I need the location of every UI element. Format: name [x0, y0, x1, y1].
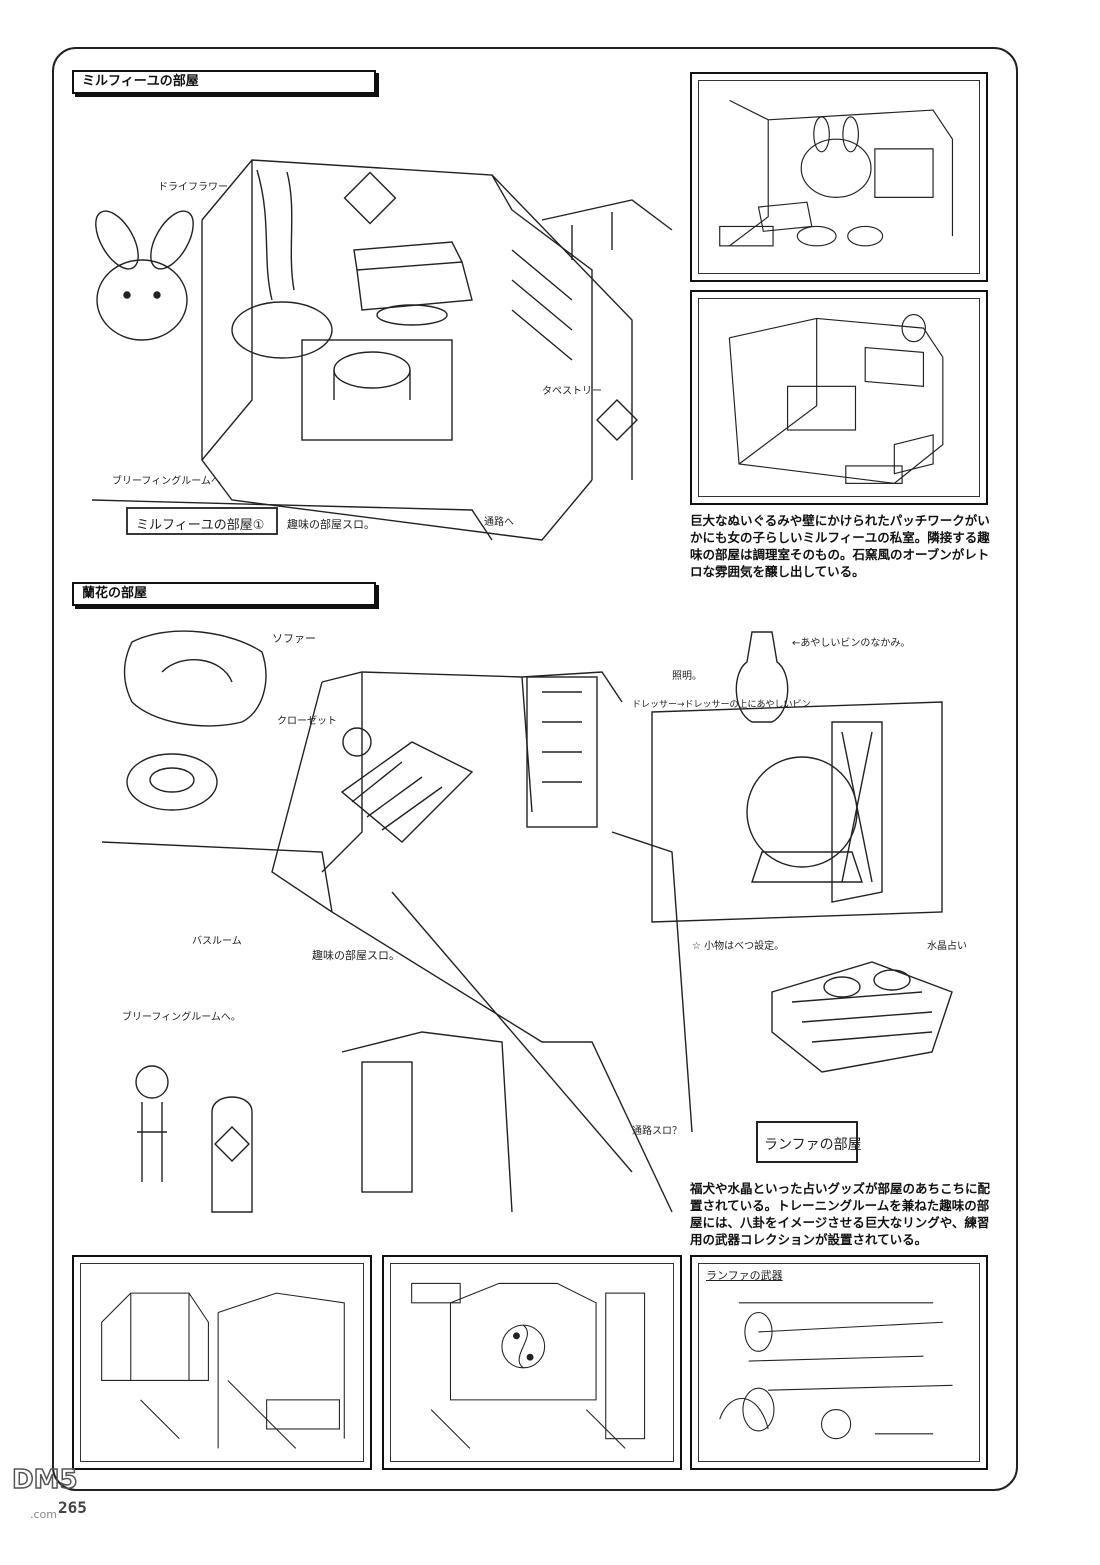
label-ranfa-room: ランファの部屋 — [764, 1137, 862, 1153]
label-bottle: ←あやしいビンのなかみ。 — [792, 638, 911, 649]
label-tapestry: タペストリー — [542, 386, 602, 397]
milfeulle-room-render-1 — [690, 72, 988, 282]
label-closet: クローゼット — [277, 716, 337, 727]
label-ranfa-weapons: ランファの武器 — [706, 1269, 783, 1282]
svg-text:DM5: DM5 — [12, 1465, 78, 1495]
label-passage-slot: 通路スロ？ — [632, 1126, 682, 1137]
caption-ranfa: 福犬や水晶といった占いグッズが部屋のあちこちに配置されている。トレーニングルーム… — [690, 1181, 991, 1247]
svg-text:.com: .com — [30, 1508, 57, 1521]
milfeulle-room-sketch: ミルフィーユの部屋① 趣味の部屋スロ。 ドライフラワー タペストリー ブリーフィ… — [72, 100, 682, 560]
label-bath-room: バスルーム — [192, 936, 242, 947]
page-number: 265 — [58, 1498, 87, 1517]
label-dresser: ドレッサー→ドレッサーの上にあやしいビン — [632, 700, 811, 710]
label-hobby-room: 趣味の部屋スロ。 — [287, 518, 375, 531]
ranfa-weapons-render: ランファの武器 — [690, 1255, 988, 1470]
label-milfeulle-room-1: ミルフィーユの部屋① — [136, 518, 265, 533]
milfeulle-room-render-2 — [690, 290, 988, 505]
label-lighting: 照明。 — [672, 671, 702, 682]
ranfa-hobby-room-render-2 — [382, 1255, 682, 1470]
section-title: ミルフィーユの部屋 — [82, 74, 199, 89]
render-frame — [80, 1263, 364, 1462]
ranfa-room-sketch: ソファー 照明。 クローゼット バスルーム 趣味の部屋スロ。 通路スロ？ ブリー… — [72, 612, 992, 1242]
label-small-items: ☆ 小物はべつ設定。 — [692, 941, 785, 952]
label-briefing-room: ブリーフィングルームへ — [112, 476, 221, 487]
section-header-ranfa: 蘭花の部屋 — [72, 582, 376, 606]
render-frame — [698, 80, 980, 274]
label-hobby-room-2: 趣味の部屋スロ。 — [312, 949, 400, 962]
render-frame — [698, 298, 980, 497]
label-dried-flower: ドライフラワー — [158, 182, 228, 193]
render-frame — [390, 1263, 674, 1462]
section-header-milfeulle: ミルフィーユの部屋 — [72, 70, 376, 94]
label-sofa: ソファー — [272, 632, 316, 645]
label-passage: 通路へ — [484, 517, 514, 528]
watermark-logo: DM5 .com — [10, 1448, 80, 1538]
label-briefing-room-2: ブリーフィングルームへ。 — [122, 1012, 241, 1023]
render-frame — [698, 1263, 980, 1462]
caption-milfeulle: 巨大なぬいぐるみや壁にかけられたパッチワークがいかにも女の子らしいミルフィーユの… — [690, 513, 990, 579]
label-crystal-ball: 水晶占い — [927, 941, 967, 952]
ranfa-hobby-room-render-1 — [72, 1255, 372, 1470]
section-title: 蘭花の部屋 — [82, 586, 148, 601]
page-frame — [52, 47, 1018, 1491]
